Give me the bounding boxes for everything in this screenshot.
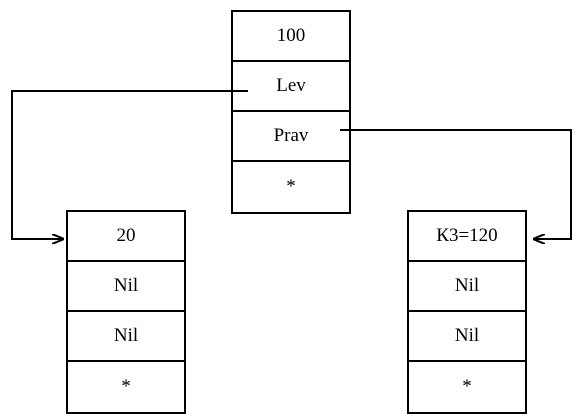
left-child-key-cell: 20 <box>68 212 184 262</box>
left-child-node: 20 Nil Nil * <box>66 210 186 414</box>
right-child-extra-cell: * <box>462 376 472 397</box>
right-child-right-pointer-cell: Nil <box>409 312 525 362</box>
root-extra-cell: * <box>286 176 296 197</box>
right-child-node: К3=120 Nil Nil * <box>407 210 527 414</box>
left-child-left-pointer-cell: Nil <box>68 262 184 312</box>
root-key-cell: 100 <box>233 12 349 62</box>
right-child-left-pointer-cell: Nil <box>409 262 525 312</box>
left-child-extra-cell: * <box>121 376 131 397</box>
root-right-pointer-cell: Prav <box>233 112 349 162</box>
root-left-pointer-cell: Lev <box>233 62 349 112</box>
left-child-right-pointer-cell: Nil <box>68 312 184 362</box>
root-node: 100 Lev Prav * <box>231 10 351 214</box>
right-child-key-cell: К3=120 <box>409 212 525 262</box>
